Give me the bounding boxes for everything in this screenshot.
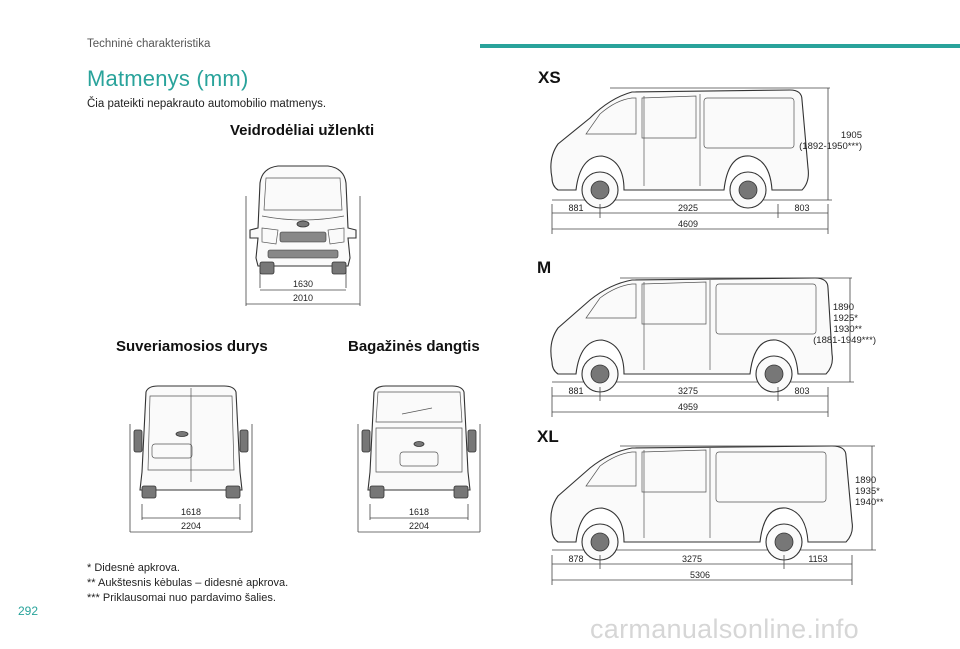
- xs-front-overhang: 881: [568, 203, 583, 213]
- xl-front-overhang: 878: [568, 554, 583, 564]
- m-height-2: 1925*: [833, 313, 858, 324]
- variant-m-label: M: [537, 258, 552, 277]
- xs-height-1: 1905: [840, 130, 862, 141]
- accent-bar: [480, 44, 960, 48]
- xs-height-labels: 1905 (1892-1950***): [788, 130, 862, 152]
- xs-height-2: (1892-1950***): [799, 141, 862, 152]
- xs-wheelbase: 2925: [678, 203, 698, 213]
- tailgate-track-label: 1618: [409, 507, 429, 517]
- rear-doors-track-label: 1618: [181, 507, 201, 517]
- variant-m-drawing: 881 3275 803 4959: [550, 277, 854, 417]
- m-height-1: 1890: [832, 302, 854, 313]
- variant-xl-label: XL: [537, 427, 559, 446]
- tailgate-drawing: 1618 2204: [357, 385, 481, 533]
- xl-length: 5306: [690, 570, 710, 580]
- footnotes: * Didesnė apkrova. ** Aukštesnis kėbulas…: [87, 561, 288, 606]
- tailgate-heading: Bagažinės dangtis: [348, 338, 480, 355]
- front-view-heading: Veidrodėliai užlenkti: [230, 122, 375, 139]
- rear-doors-drawing: 1618 2204: [129, 385, 253, 533]
- front-width-label: 2010: [293, 293, 313, 303]
- footnote-2: ** Aukštesnis kėbulas – didesnė apkrova.: [87, 577, 289, 589]
- m-height-4: (1881-1949***): [813, 335, 876, 346]
- xl-height-1: 1890: [855, 475, 877, 486]
- xl-height-2: 1935*: [855, 486, 880, 497]
- tailgate-width-label: 2204: [409, 521, 429, 531]
- variant-xl-drawing: 878 3275 1153 5306: [550, 445, 876, 585]
- m-rear-overhang: 803: [794, 386, 809, 396]
- xl-rear-overhang: 1153: [808, 554, 827, 564]
- watermark: carmanualsonline.info: [590, 614, 859, 644]
- xl-height-labels: 1890 1935* 1940**: [855, 475, 915, 508]
- m-height-3: 1930**: [833, 324, 862, 335]
- xs-length: 4609: [678, 219, 698, 229]
- m-height-labels: 1890 1925* 1930** (1881-1949***): [800, 302, 876, 346]
- xl-wheelbase: 3275: [682, 554, 702, 564]
- footnote-1: * Didesnė apkrova.: [87, 562, 180, 574]
- front-track-label: 1630: [293, 279, 313, 289]
- page-number: 292: [18, 604, 39, 618]
- page-title: Matmenys (mm): [87, 66, 249, 91]
- m-front-overhang: 881: [568, 386, 583, 396]
- variant-xs-label: XS: [538, 68, 561, 87]
- intro-text: Čia pateikti nepakrauto automobilio matm…: [87, 98, 327, 110]
- footnote-3: *** Priklausomai nuo pardavimo šalies.: [87, 592, 276, 604]
- section-label: Techninė charakteristika: [87, 38, 211, 50]
- m-length: 4959: [678, 402, 698, 412]
- rear-doors-heading: Suveriamosios durys: [116, 338, 268, 355]
- rear-doors-width-label: 2204: [181, 521, 201, 531]
- xs-rear-overhang: 803: [794, 203, 809, 213]
- front-view-drawing: 1630 2010: [245, 165, 361, 306]
- m-wheelbase: 3275: [678, 386, 698, 396]
- variant-xs-drawing: 881 2925 803 4609: [550, 87, 832, 234]
- xl-height-3: 1940**: [855, 497, 884, 508]
